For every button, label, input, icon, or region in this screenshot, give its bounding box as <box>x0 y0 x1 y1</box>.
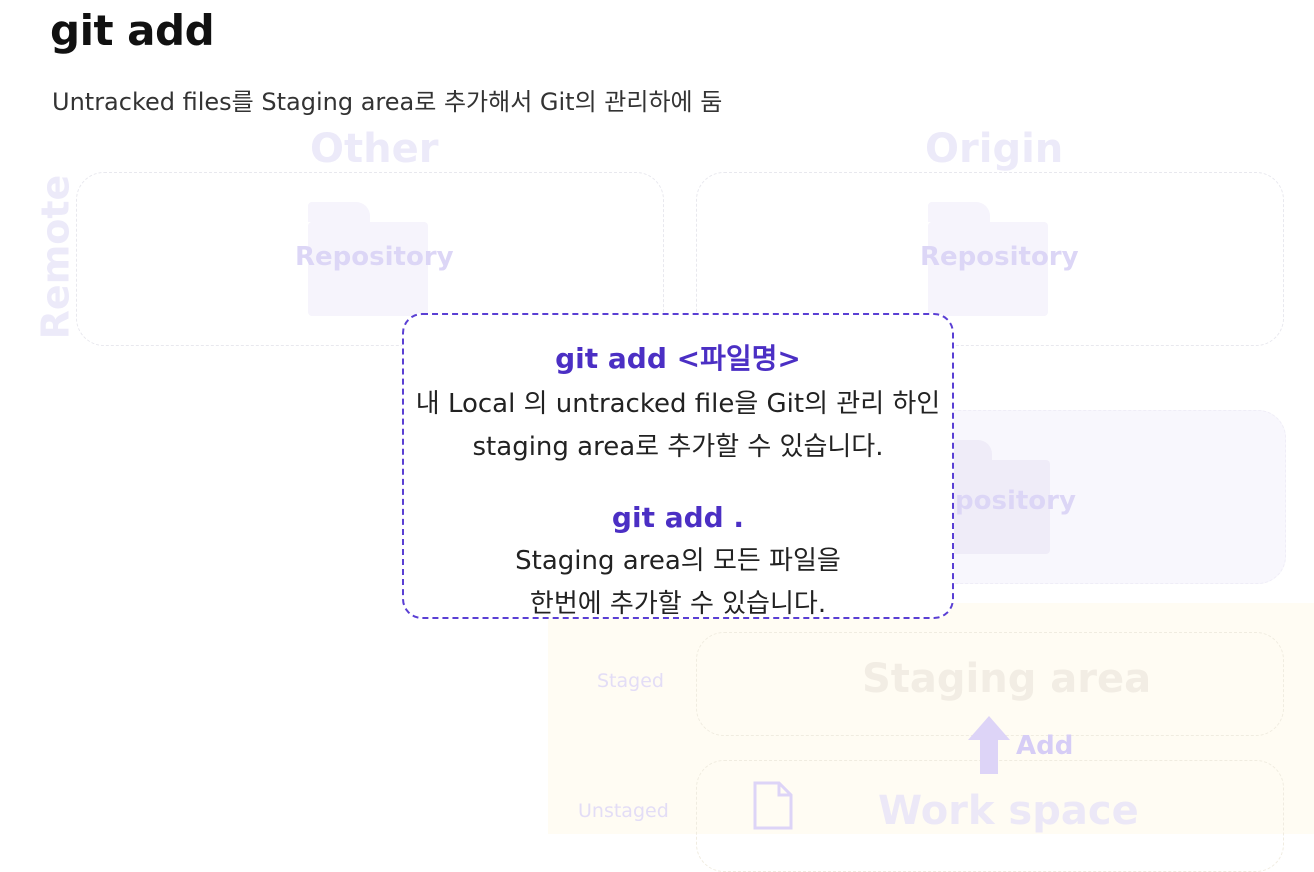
other-heading: Other <box>310 126 439 172</box>
git-add-file-desc-line1: 내 Local 의 untracked file을 Git의 관리 하인 <box>415 389 941 419</box>
origin-folder-icon <box>928 202 1048 316</box>
origin-remote-box <box>696 172 1284 346</box>
git-add-file-desc-line2: staging area로 추가할 수 있습니다. <box>472 432 884 462</box>
arrow-up-icon <box>968 716 1010 774</box>
page-title: git add <box>50 6 215 55</box>
local-area-background <box>548 603 1314 834</box>
origin-heading: Origin <box>925 126 1064 172</box>
git-add-all-desc-line2: 한번에 추가할 수 있습니다. <box>529 589 827 619</box>
unstaged-label: Unstaged <box>578 800 669 822</box>
git-add-all-command: git add . <box>611 501 745 534</box>
git-add-all-desc-line1: Staging area의 모든 파일을 <box>515 546 841 576</box>
file-icon <box>753 781 793 830</box>
git-add-file-command: git add <파일명> <box>555 342 801 375</box>
work-space-label: Work space <box>878 788 1139 834</box>
origin-repository-label: Repository <box>920 242 1079 272</box>
local-repository-label: pository <box>955 486 1076 516</box>
staged-label: Staged <box>597 670 664 692</box>
other-repository-label: Repository <box>295 242 454 272</box>
git-add-callout: git add <파일명> 내 Local 의 untracked file을 … <box>402 313 954 619</box>
add-label: Add <box>1016 731 1074 761</box>
remote-label-text: Remote <box>33 174 77 340</box>
other-remote-box <box>76 172 664 346</box>
staging-area-label: Staging area <box>862 656 1152 702</box>
other-folder-icon <box>308 202 428 316</box>
page-subtitle: Untracked files를 Staging area로 추가해서 Git의… <box>52 88 723 116</box>
